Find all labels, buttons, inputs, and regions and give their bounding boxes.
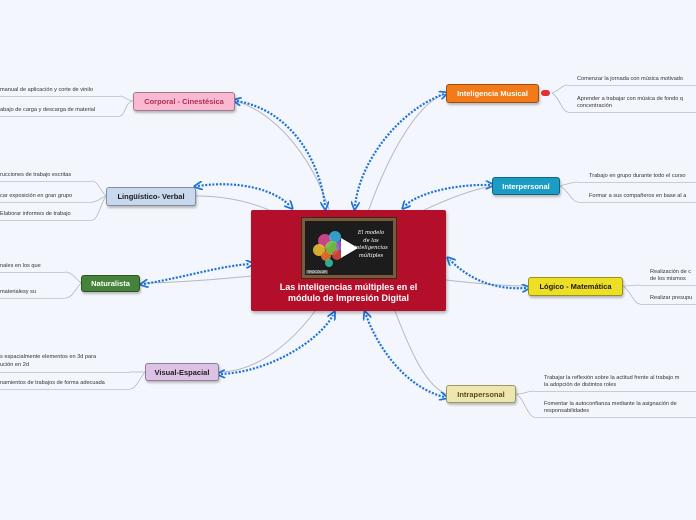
leaf-logico-1-cont[interactable]: de los mismos — [650, 276, 686, 282]
leaf-underline — [534, 391, 696, 392]
leaf-musical-1[interactable]: Comenzar la jornada con música motivado — [577, 76, 684, 82]
leaf-underline — [578, 202, 696, 203]
relation-visual — [221, 315, 333, 374]
connector-naturalista — [139, 275, 253, 284]
connector-leaf — [559, 181, 579, 187]
connector-leaf — [91, 180, 107, 197]
leaf-intrapersonal-1-cont[interactable]: la adopción de distintos roles — [544, 382, 617, 388]
leaf-underline — [640, 304, 696, 305]
leaf-naturalista-2[interactable]: materialesy su — [0, 289, 37, 295]
leaf-underline — [0, 202, 92, 203]
leaf-underline — [578, 182, 696, 183]
leaf-underline — [0, 181, 92, 182]
connector-intrapersonal — [394, 310, 447, 395]
connector-leaf — [622, 285, 641, 305]
leaf-linguistico-2[interactable]: car exposición en gran grupo — [0, 193, 73, 199]
relation-linguistico — [198, 184, 290, 206]
leaf-intrapersonal-2-cont[interactable]: responsabilidades — [544, 408, 590, 414]
video-tag: TROCOLOR — [306, 270, 328, 274]
connector-leaf — [129, 371, 146, 390]
leaf-corporal-2[interactable]: abajo de carga y descarga de material — [0, 107, 96, 113]
relation-corporal — [237, 101, 325, 206]
connector-leaf — [622, 284, 641, 287]
leaf-underline — [534, 417, 696, 418]
branch-inteligencia-musical[interactable]: Inteligencia Musical — [446, 84, 539, 103]
relation-interpersonal — [405, 185, 490, 206]
leaf-intrapersonal-1[interactable]: Trabajar la reflexión sobre la actitud f… — [544, 375, 680, 381]
relation-intrapersonal — [366, 315, 444, 397]
connector-visual — [218, 310, 316, 373]
relation-logico — [450, 260, 526, 288]
leaf-underline — [568, 112, 696, 113]
video-caption-line: de las — [363, 237, 379, 244]
connector-leaf — [559, 185, 579, 203]
connector-leaf — [64, 282, 82, 299]
leaf-underline — [0, 272, 65, 273]
leaf-linguistico-1[interactable]: rucciones de trabajo escritas — [0, 172, 72, 178]
branch-naturalista[interactable]: Naturalista — [81, 275, 140, 292]
branch-logico-matematica[interactable]: Lógico - Matemática — [528, 277, 623, 296]
relation-musical — [355, 94, 444, 206]
leaf-musical-2[interactable]: Aprender a trabajar con música de fondo … — [577, 96, 684, 102]
connector-leaf — [91, 195, 107, 221]
branch-visual-espacial[interactable]: Visual-Espacial — [145, 363, 219, 381]
branch-intrapersonal[interactable]: Intrapersonal — [446, 385, 516, 403]
leaf-underline — [640, 285, 696, 286]
branch-corporal-cinestesica[interactable]: Corporal - Cinestésica — [133, 92, 235, 111]
video-thumbnail[interactable]: El modelo de las inteligencias múltiples… — [301, 217, 397, 279]
central-topic-title: Las inteligencias múltiples en el módulo… — [251, 282, 446, 304]
leaf-visual-1[interactable]: s espacialmente elementos en 3d para — [0, 354, 97, 360]
play-icon[interactable] — [341, 238, 358, 258]
central-topic-title-line: módulo de Impresión Digital — [287, 293, 409, 303]
leaf-underline — [0, 96, 120, 97]
video-caption-line: múltiples — [358, 252, 384, 259]
brain-illustration-icon — [313, 231, 346, 267]
connector-corporal — [234, 100, 331, 213]
connector-musical — [367, 93, 447, 213]
leaf-underline — [0, 298, 65, 299]
video-caption-line: El modelo — [357, 230, 385, 236]
leaf-underline — [568, 85, 696, 86]
connector-leaf — [64, 271, 82, 284]
video-caption: El modelo de las inteligencias múltiples — [351, 230, 391, 260]
connector-leaf — [91, 195, 107, 203]
leaf-musical-2-cont[interactable]: concentración — [577, 103, 612, 109]
leaf-logico-2[interactable]: Realizar presupu — [650, 295, 693, 301]
leaf-underline — [0, 116, 120, 117]
connector-leaf — [119, 100, 134, 117]
connector-leaf — [551, 92, 569, 113]
leaf-visual-2[interactable]: namientos de trabajos de forma adecuada — [0, 380, 105, 386]
video-frame: El modelo de las inteligencias múltiples… — [305, 221, 393, 275]
leaf-logico-1[interactable]: Realización de c — [650, 269, 692, 275]
video-caption-line: inteligencias — [354, 245, 388, 251]
central-topic-title-line: Las inteligencias múltiples en el — [279, 282, 418, 292]
leaf-interpersonal-1[interactable]: Trabajo en grupo durante todo el curso — [589, 173, 686, 179]
leaf-linguistico-3[interactable]: Elaborar informes de trabajo — [0, 211, 71, 217]
leaf-underline — [0, 372, 130, 373]
branch-linguistico-verbal[interactable]: Lingüístico- Verbal — [106, 187, 196, 206]
leaf-interpersonal-2[interactable]: Formar a sus compañeros en base al a — [589, 193, 687, 199]
leaf-intrapersonal-2[interactable]: Fomentar la autoconfianza mediante la as… — [544, 401, 677, 407]
notification-badge-icon[interactable] — [541, 90, 550, 96]
relation-naturalista — [144, 264, 250, 284]
leaf-naturalista-1[interactable]: nales en los que — [0, 263, 41, 269]
leaf-corporal-1[interactable]: manual de aplicación y corte de vinilo — [0, 87, 93, 93]
connector-leaf — [515, 393, 535, 418]
connector-leaf — [515, 390, 535, 395]
central-topic[interactable]: El modelo de las inteligencias múltiples… — [251, 210, 446, 311]
connector-leaf — [551, 84, 569, 94]
connector-leaf — [119, 95, 134, 102]
leaf-visual-1-cont[interactable]: ución en 2d — [0, 362, 29, 368]
connector-interpersonal — [419, 185, 493, 213]
leaf-underline — [0, 389, 130, 390]
branch-interpersonal[interactable]: Interpersonal — [492, 177, 560, 195]
leaf-underline — [0, 220, 92, 221]
